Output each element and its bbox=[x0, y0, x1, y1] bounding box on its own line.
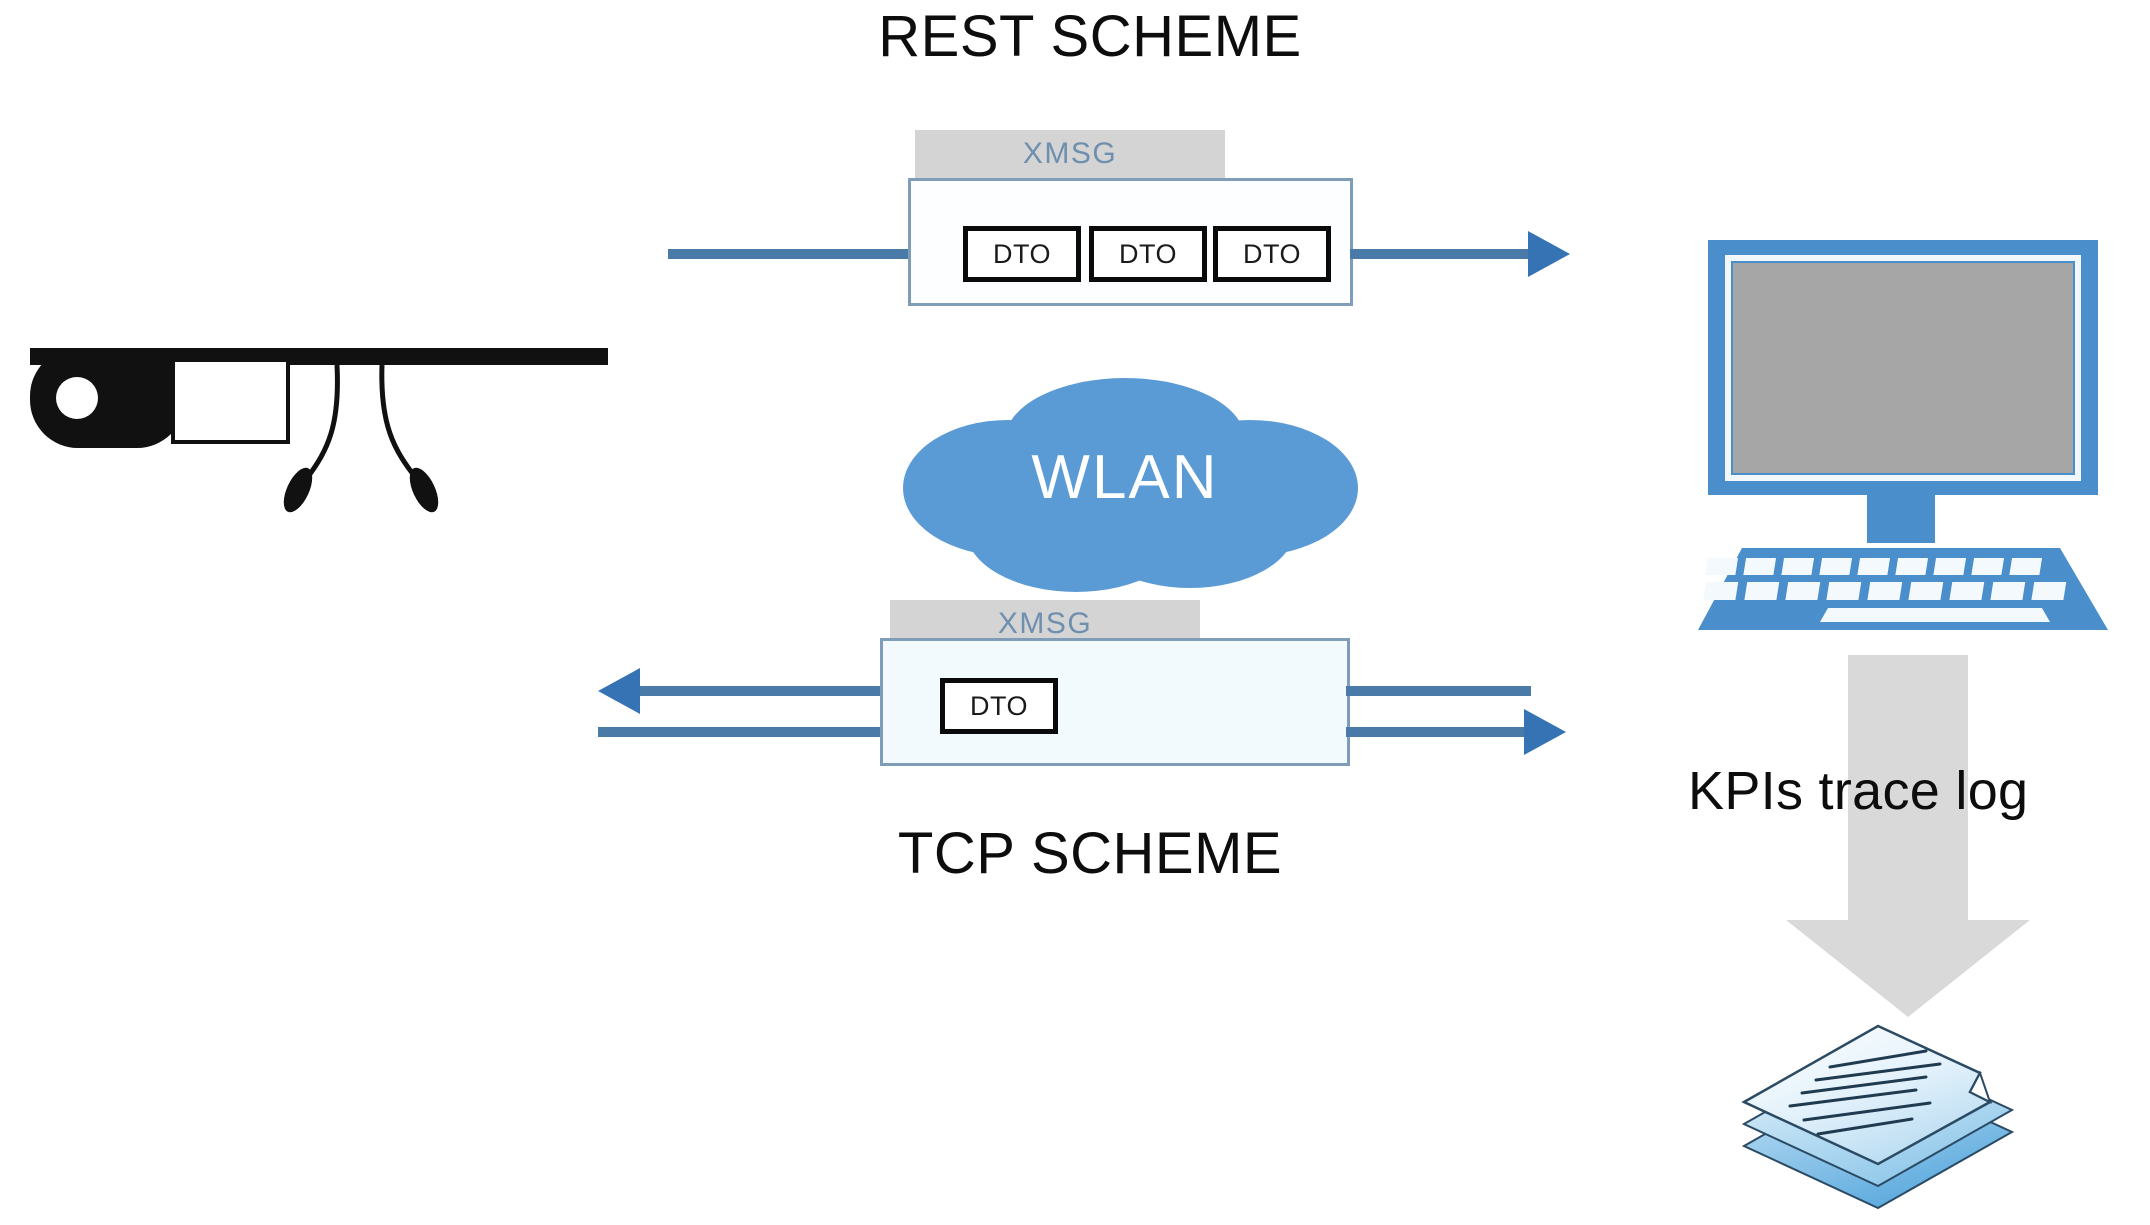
tcp-request-line-right bbox=[1346, 727, 1531, 737]
tcp-response-line-left bbox=[640, 686, 893, 696]
tcp-request-line-left bbox=[598, 727, 893, 737]
xmsg-label-tcp: XMSG bbox=[997, 607, 1093, 640]
rest-outbound-arrowhead bbox=[1528, 231, 1570, 277]
rest-dto-chip-2: DTO bbox=[1089, 226, 1207, 282]
tcp-dto-chip-1: DTO bbox=[940, 678, 1058, 734]
xmsg-band-rest: XMSG bbox=[915, 130, 1225, 178]
desktop-computer-icon bbox=[1690, 230, 2130, 640]
tcp-request-arrowhead bbox=[1524, 709, 1566, 755]
tcp-response-arrowhead bbox=[598, 668, 640, 714]
rest-scheme-title: REST SCHEME bbox=[878, 4, 1302, 69]
tcp-response-line-right bbox=[1346, 686, 1531, 696]
document-stack-icon bbox=[1730, 1010, 2080, 1220]
tcp-scheme-title: TCP SCHEME bbox=[897, 821, 1283, 886]
wlan-cloud-icon: WLAN bbox=[890, 370, 1360, 620]
kpi-trace-log-label: KPIs trace log bbox=[1688, 761, 2029, 821]
rest-dto-chip-3: DTO bbox=[1213, 226, 1331, 282]
rest-outbound-line bbox=[1350, 249, 1535, 259]
xmsg-label-rest: XMSG bbox=[1022, 137, 1118, 170]
rest-inbound-line bbox=[668, 249, 913, 259]
smart-glasses-icon bbox=[10, 330, 630, 560]
kpi-trace-log-arrow bbox=[1780, 655, 2040, 1020]
rest-dto-chip-1: DTO bbox=[963, 226, 1081, 282]
